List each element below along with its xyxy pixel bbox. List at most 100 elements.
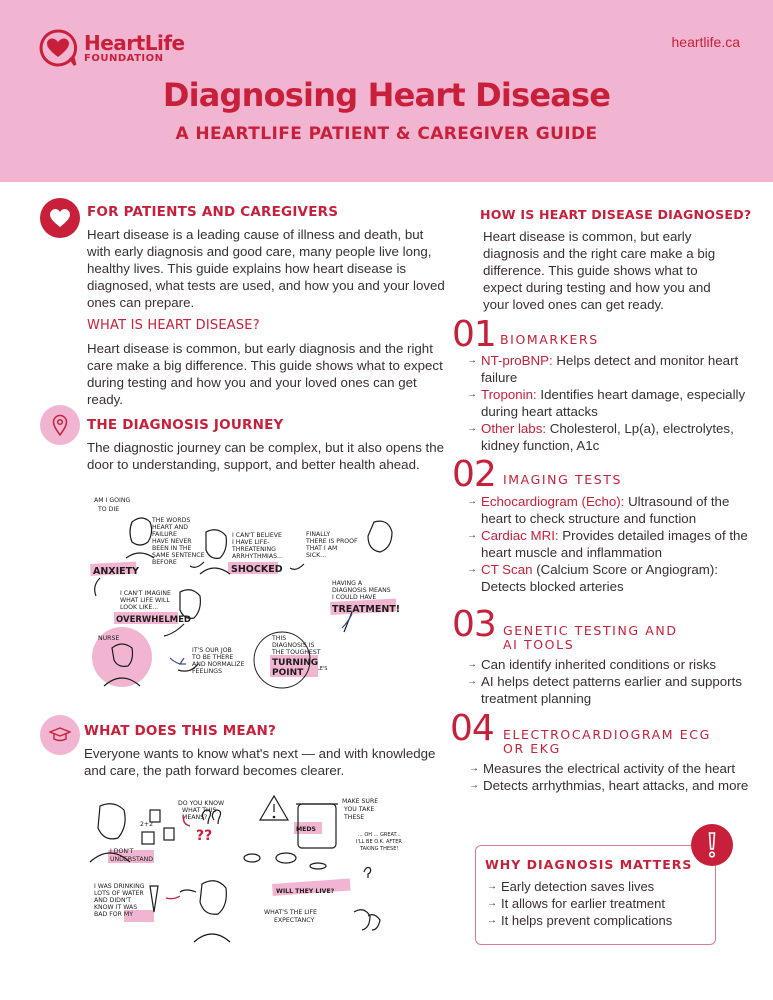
why-list: Early detection saves lives It allows fo… <box>487 878 672 929</box>
svg-text:I CAN'T IMAGINE: I CAN'T IMAGINE <box>120 590 171 597</box>
svg-text:I'LL BE O.K. AFTER: I'LL BE O.K. AFTER <box>356 839 402 845</box>
journey-illustration: AM I GOING TO DIE THE WORDS HEART AND FA… <box>90 497 400 689</box>
journey-body: The diagnostic journey can be complex, b… <box>87 440 445 472</box>
graduation-cap-icon <box>40 715 80 755</box>
svg-text:LOTS OF WATER: LOTS OF WATER <box>94 890 144 897</box>
svg-text:EXPECTANCY: EXPECTANCY <box>274 917 314 924</box>
list-item: Measures the electrical activity of the … <box>469 760 749 777</box>
list-item: Other labs: Cholesterol, Lp(a), electrol… <box>467 420 757 454</box>
list-item: AI helps detect patterns earlier and sup… <box>467 673 757 707</box>
svg-text:LOOK LIKE...: LOOK LIKE... <box>120 604 158 611</box>
svg-text:MAKE SURE: MAKE SURE <box>342 798 378 805</box>
page-title: Diagnosing Heart Disease <box>162 76 611 114</box>
svg-text:TAKING THESE!: TAKING THESE! <box>359 846 398 852</box>
svg-text:FEELINGS: FEELINGS <box>192 668 222 675</box>
svg-text:THAT I AM: THAT I AM <box>305 545 337 552</box>
step-number-02: 02 <box>452 454 497 495</box>
step-number-04: 04 <box>450 708 495 749</box>
step-title-biomarkers: BIOMARKERS <box>500 332 599 347</box>
svg-text:BEFORE: BEFORE <box>152 559 177 566</box>
list-item: CT Scan (Calcium Score or Angiogram): De… <box>467 561 757 595</box>
svg-text:FAILURE: FAILURE <box>152 531 177 538</box>
heart-logo-icon <box>39 29 78 67</box>
logo-name: HeartLife <box>84 30 185 55</box>
svg-text:ARRHYTHMIAS...: ARRHYTHMIAS... <box>232 553 283 560</box>
svg-text:MEDS: MEDS <box>296 826 316 833</box>
svg-text:THE WORDS: THE WORDS <box>151 517 190 524</box>
svg-text:THERE IS PROOF: THERE IS PROOF <box>305 538 358 545</box>
svg-text:BAD FOR MY: BAD FOR MY <box>94 911 133 918</box>
svg-text:THREATENING: THREATENING <box>231 546 276 553</box>
svg-text:THIS: THIS <box>271 635 286 642</box>
biomarkers-list: NT-proBNP: Helps detect and monitor hear… <box>467 352 757 454</box>
imaging-list: Echocardiogram (Echo): Ultrasound of the… <box>467 493 757 595</box>
svg-text:MEANS?: MEANS? <box>182 814 207 821</box>
what-is-body: Heart disease is common, but early diagn… <box>87 341 443 407</box>
step-title-imaging: IMAGING TESTS <box>503 472 623 487</box>
svg-text:TREATMENT!: TREATMENT! <box>332 604 400 615</box>
svg-text:THESE: THESE <box>343 814 364 821</box>
svg-text:POINT: POINT <box>272 668 304 678</box>
svg-text:TURNING: TURNING <box>272 658 318 668</box>
svg-text:UNDERSTAND: UNDERSTAND <box>110 856 153 863</box>
how-body: Heart disease is common, but early diagn… <box>483 229 716 312</box>
list-item: NT-proBNP: Helps detect and monitor hear… <box>467 352 757 386</box>
svg-text:AND DIDN'T: AND DIDN'T <box>94 897 131 904</box>
svg-text:ANXIETY: ANXIETY <box>93 566 139 577</box>
logo-subname: FOUNDATION <box>84 52 164 64</box>
site-url-link[interactable]: heartlife.ca <box>671 34 740 50</box>
svg-text:I COULD HAVE: I COULD HAVE <box>332 594 376 601</box>
list-item: Cardiac MRI: Provides detailed images of… <box>467 527 757 561</box>
svg-text:2+2: 2+2 <box>140 821 153 828</box>
list-item: Troponin: Identifies heart damage, espec… <box>467 386 757 420</box>
svg-text:KNOW IT WAS: KNOW IT WAS <box>94 904 137 911</box>
list-item: Early detection saves lives <box>487 878 672 895</box>
svg-text:DO YOU KNOW: DO YOU KNOW <box>178 800 224 807</box>
svg-text:TO BE THERE: TO BE THERE <box>191 654 233 661</box>
exclamation-icon <box>691 824 733 866</box>
svg-text:NURSE: NURSE <box>98 635 119 642</box>
meaning-heading: WHAT DOES THIS MEAN? <box>84 723 277 739</box>
svg-text:TO DIE: TO DIE <box>97 506 119 513</box>
svg-text:SHOCKED: SHOCKED <box>231 564 283 575</box>
patients-heading: FOR PATIENTS AND CAREGIVERS <box>87 204 339 220</box>
svg-text:??: ?? <box>196 828 212 844</box>
svg-text:I HAVE LIFE-: I HAVE LIFE- <box>232 539 269 546</box>
list-item: Can identify inherited conditions or ris… <box>467 656 757 673</box>
svg-text:I WAS DRINKING: I WAS DRINKING <box>94 883 145 890</box>
header-banner: HeartLife FOUNDATION heartlife.ca Diagno… <box>0 0 773 182</box>
svg-text:FINALLY: FINALLY <box>306 531 330 538</box>
patients-body: Heart disease is a leading cause of illn… <box>87 227 445 310</box>
svg-text:BEEN IN THE: BEEN IN THE <box>152 545 192 552</box>
step-number-01: 01 <box>452 314 497 355</box>
svg-text:HAVING A: HAVING A <box>332 580 363 587</box>
svg-text:AM I GOING: AM I GOING <box>94 497 130 504</box>
list-item: Detects arrhythmias, heart attacks, and … <box>469 777 749 794</box>
svg-text:WHAT THIS: WHAT THIS <box>182 807 217 814</box>
svg-text:SICK...: SICK... <box>306 552 326 559</box>
svg-text:AND NORMALIZE: AND NORMALIZE <box>192 661 244 668</box>
list-item: It helps prevent complications <box>487 912 672 929</box>
svg-text:I CAN'T BELIEVE: I CAN'T BELIEVE <box>232 532 282 539</box>
ecg-list: Measures the electrical activity of the … <box>469 760 749 794</box>
svg-text:OVERWHELMED: OVERWHELMED <box>116 615 191 625</box>
svg-text:... OH ... GREAT...: ... OH ... GREAT... <box>358 832 401 838</box>
list-item: Echocardiogram (Echo): Ultrasound of the… <box>467 493 757 527</box>
genetic-list: Can identify inherited conditions or ris… <box>467 656 757 707</box>
why-diagnosis-box: WHY DIAGNOSIS MATTERS Early detection sa… <box>475 845 716 945</box>
svg-text:DIAGNOSIS MEANS: DIAGNOSIS MEANS <box>332 587 391 594</box>
svg-text:THE TOUGHEST: THE TOUGHEST <box>271 649 321 656</box>
how-heading: HOW IS HEART DISEASE DIAGNOSED? <box>480 207 752 222</box>
svg-text:IT'S OUR JOB: IT'S OUR JOB <box>192 647 232 654</box>
svg-text:HAVE NEVER: HAVE NEVER <box>152 538 192 545</box>
svg-text:SAME SENTENCE: SAME SENTENCE <box>152 552 205 559</box>
why-heading: WHY DIAGNOSIS MATTERS <box>485 857 693 872</box>
meaning-body: Everyone wants to know what's next — and… <box>84 746 436 778</box>
svg-text:DIAGNOSIS IS: DIAGNOSIS IS <box>272 642 314 649</box>
svg-text:I DON'T: I DON'T <box>110 848 134 855</box>
logo[interactable]: HeartLife FOUNDATION <box>38 28 185 68</box>
what-is-heading: WHAT IS HEART DISEASE? <box>87 318 260 333</box>
page-subtitle: A HEARTLIFE PATIENT & CAREGIVER GUIDE <box>175 124 598 144</box>
